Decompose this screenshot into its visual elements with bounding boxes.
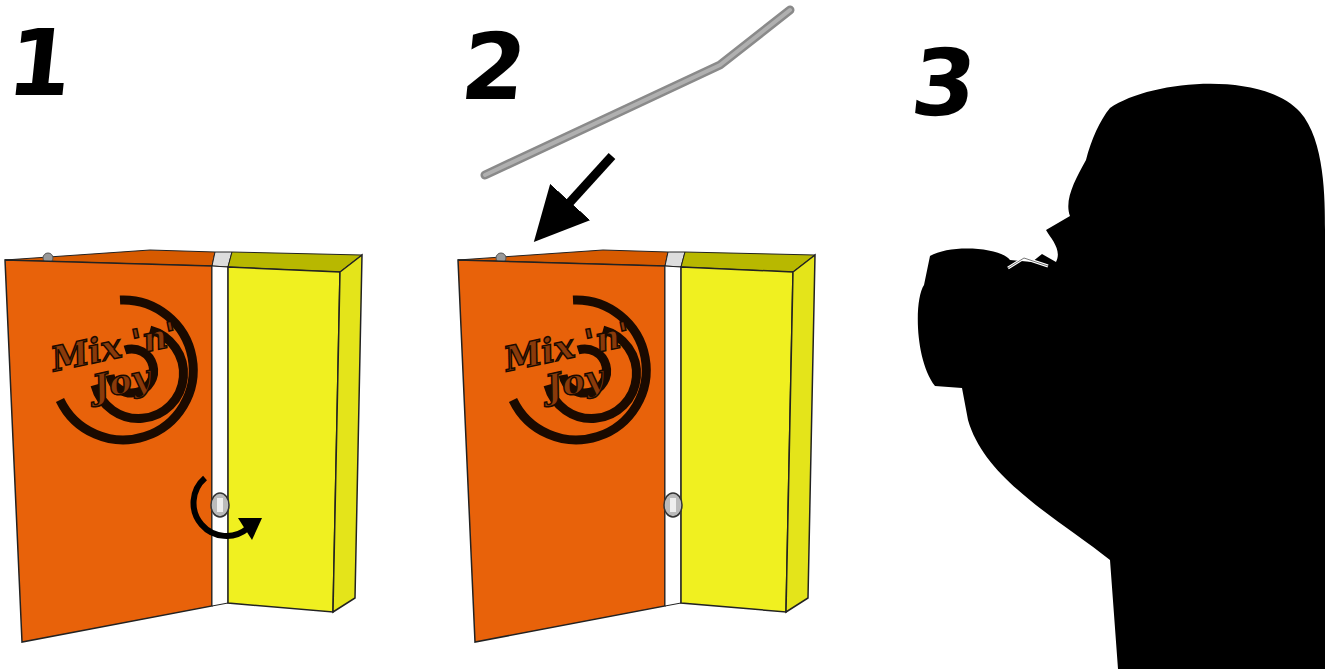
step-number: 2 [457, 22, 531, 114]
juice-box [5, 250, 362, 642]
straw-highlight [485, 10, 790, 175]
juice-box [458, 250, 815, 642]
straw-outline [1008, 258, 1048, 268]
logo-area: Mix 'n' Joy [481, 290, 661, 440]
rotate-arrow [194, 478, 262, 540]
brand-logo-text: Mix 'n' Joy [23, 311, 214, 418]
person-silhouette [918, 84, 1325, 669]
step-number: 1 [3, 18, 77, 110]
straw-in-mouth [1008, 258, 1048, 268]
brand-logo-text: Mix 'n' Joy [476, 311, 667, 418]
straw [485, 10, 790, 175]
insert-arrow [552, 156, 612, 222]
step-number: 3 [907, 38, 981, 130]
logo-area: Mix 'n' Joy [28, 290, 208, 440]
